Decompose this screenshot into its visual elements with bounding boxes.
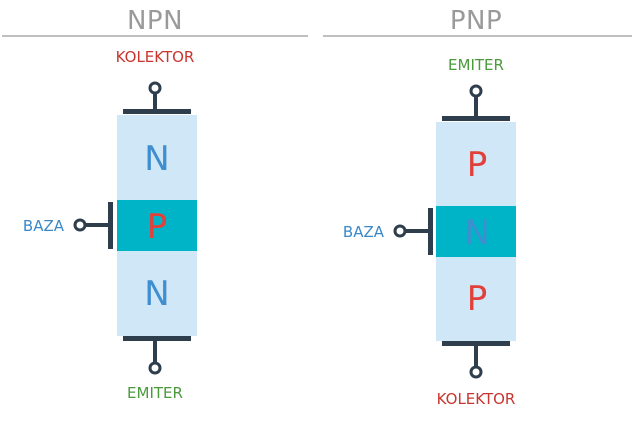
npn-base-terminal [73, 218, 87, 232]
pnp-base-contact [428, 208, 433, 255]
npn-bottom-terminal [148, 361, 162, 375]
npn-layer-top-letter: N [144, 139, 169, 179]
pnp-top-terminal [469, 84, 483, 98]
pnp-bottom-label: KOLEKTOR [437, 390, 516, 408]
pnp-top-label: EMITER [448, 56, 504, 74]
pnp-title: PNP [450, 6, 502, 36]
pnp-diagram: PNP EMITER P N P BAZA KOLEKTOR [323, 6, 632, 408]
pnp-bottom-terminal [469, 365, 483, 379]
npn-title: NPN [127, 6, 183, 36]
pnp-base-label: BAZA [343, 223, 385, 241]
pnp-bottom-contact [442, 341, 510, 346]
pnp-layer-bottom-letter: P [467, 279, 488, 319]
npn-layer-top [117, 115, 197, 200]
npn-top-label: KOLEKTOR [116, 48, 195, 66]
npn-bottom-contact [123, 336, 191, 341]
pnp-top-contact [442, 116, 510, 121]
pnp-layer-base-letter: N [464, 213, 489, 253]
pnp-layer-base [436, 206, 516, 257]
npn-layer-base-letter: P [147, 207, 168, 247]
npn-top-contact [123, 109, 191, 114]
npn-top-terminal [148, 81, 162, 95]
npn-base-label: BAZA [23, 217, 65, 235]
pnp-layer-top-letter: P [467, 145, 488, 185]
npn-diagram: NPN KOLEKTOR N P N BAZA EMITER [2, 6, 308, 402]
pnp-layer-bottom [436, 257, 516, 341]
npn-base-contact [108, 202, 113, 249]
pnp-layer-top [436, 122, 516, 206]
pnp-base-terminal [393, 224, 407, 238]
npn-bottom-label: EMITER [127, 384, 183, 402]
npn-layer-bottom-letter: N [144, 274, 169, 314]
npn-layer-bottom [117, 251, 197, 336]
npn-layer-base [117, 200, 197, 251]
